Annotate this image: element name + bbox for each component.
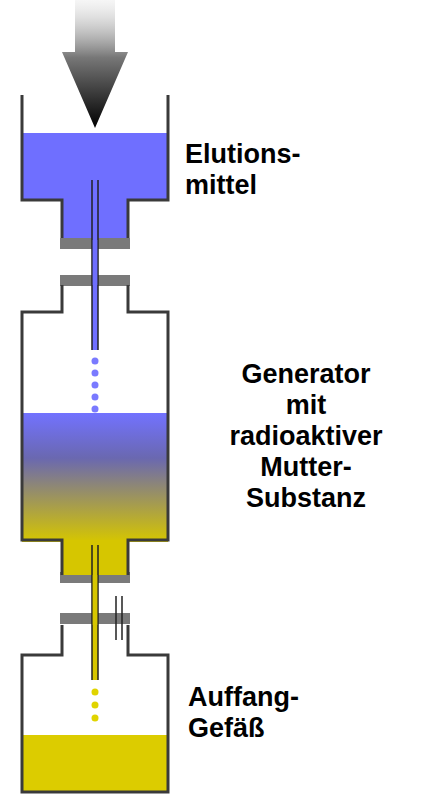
vessel-label: Auffang- Gefäß xyxy=(188,682,338,744)
eluate-drops xyxy=(92,689,99,722)
tube-connector xyxy=(93,575,98,625)
vessel-label: Elutions- mittel xyxy=(185,139,340,201)
vent-tube xyxy=(116,596,122,640)
eluent-drops xyxy=(92,358,99,413)
collecting-vessel xyxy=(22,625,168,792)
eluate-tube-wall xyxy=(92,545,98,680)
eluate-liquid xyxy=(22,735,168,792)
eluent-tube xyxy=(92,180,98,350)
eluent-vessel-node: Elutions- mittel xyxy=(22,95,168,240)
collecting-vessel-node: Auffang- Gefäß xyxy=(22,625,168,792)
eluate-tube xyxy=(92,545,98,680)
tube-connector xyxy=(93,240,98,285)
vessel-label: Generator mit radioaktiver Mutter- Subst… xyxy=(222,359,390,514)
generator-node: Generator mit radioaktiver Mutter- Subst… xyxy=(22,285,168,575)
pressure-arrow xyxy=(62,0,128,128)
generator-column xyxy=(22,413,168,542)
eluent-tube-wall xyxy=(92,180,98,350)
